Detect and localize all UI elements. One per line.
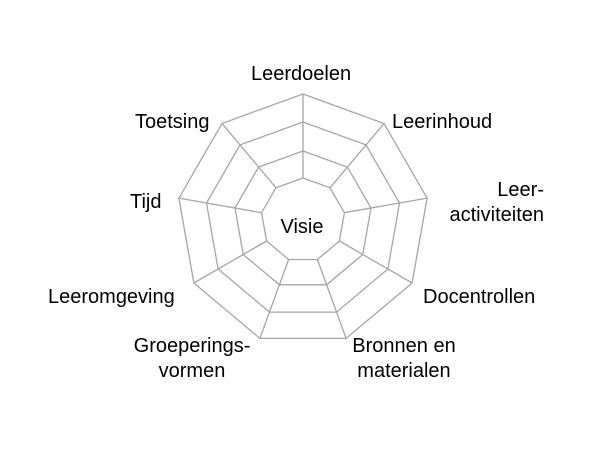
center-label-visie: Visie [280, 216, 324, 238]
spoke-label-leerdoelen: Leerdoelen [251, 63, 352, 85]
web-spoke-docentrollen [339, 240, 413, 284]
web-spoke-groeperingsvormen [259, 259, 290, 339]
web-spoke-toetsing [221, 123, 277, 189]
spoke-label-tijd: Tijd [130, 191, 162, 213]
spoke-label-bronnen-en-materialen: Bronnen en materialen [352, 335, 456, 382]
spoke-label-leerinhoud: Leerinhoud [392, 111, 493, 133]
web-spoke-bronnen-en-materialen [316, 259, 347, 339]
spoke-label-leeromgeving: Leeromgeving [48, 286, 175, 308]
web-spoke-leerinhoud [329, 123, 385, 189]
web-ring-2 [234, 150, 372, 286]
web-spoke-leeractiviteiten [344, 197, 428, 214]
spoke-label-groeperingsvormen: Groeperings- vormen [133, 335, 251, 382]
web-ring-3 [205, 121, 401, 313]
web-ring-4 [178, 93, 428, 340]
spoke-label-toetsing: Toetsing [135, 111, 210, 133]
spoke-label-leeractiviteiten: Leer- activiteiten [449, 179, 545, 226]
spoke-label-docentrollen: Docentrollen [423, 286, 536, 308]
web-ring-1 [260, 177, 346, 261]
web-spoke-tijd [178, 197, 262, 214]
web-spoke-leeromgeving [193, 240, 267, 284]
